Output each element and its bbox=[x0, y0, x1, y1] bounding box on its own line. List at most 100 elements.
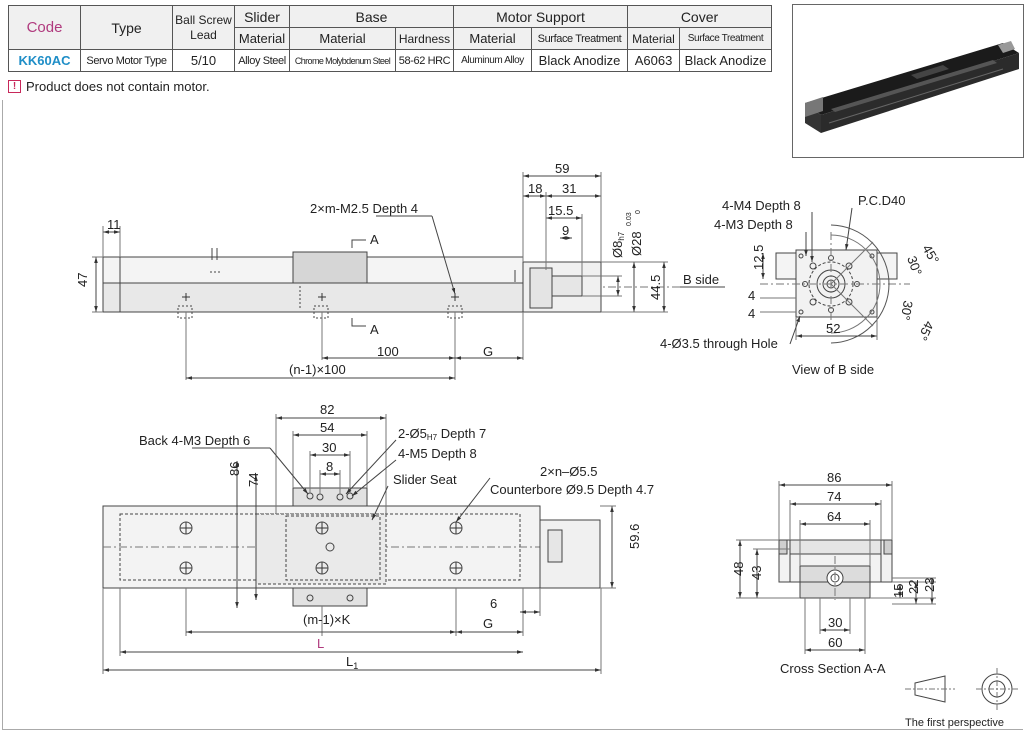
section-dim-48: 48 bbox=[731, 562, 746, 576]
label-b-side: B side bbox=[683, 272, 719, 287]
plan-dim-59-6: 59.6 bbox=[627, 524, 642, 549]
product-photo bbox=[792, 4, 1024, 158]
lead-header-line2: Lead bbox=[190, 27, 217, 42]
cross-section-view bbox=[736, 481, 936, 654]
label-dowel-suffix: Depth 7 bbox=[437, 426, 486, 441]
frame-left-border bbox=[2, 100, 3, 730]
label-back-m3: Back 4-M3 Depth 6 bbox=[139, 433, 250, 448]
section-dim-74: 74 bbox=[827, 489, 841, 504]
frame-bottom-border bbox=[2, 729, 1023, 730]
angle-30-bottom: 30° bbox=[898, 299, 916, 321]
side-view bbox=[92, 172, 725, 380]
section-a-top: A bbox=[370, 232, 379, 247]
label-m5: 4-M5 Depth 8 bbox=[398, 446, 477, 461]
label-holes-line2: Counterbore Ø9.5 Depth 4.7 bbox=[490, 482, 654, 497]
row-motor-surface: Black Anodize bbox=[531, 49, 628, 72]
lead-header-line1: Ball Screw bbox=[175, 12, 232, 27]
sub-motor-surface: Surface Treatment bbox=[531, 27, 628, 50]
plan-dim-l1-main: L bbox=[346, 654, 353, 669]
plan-dim-30: 30 bbox=[322, 440, 336, 455]
dim-4a: 4 bbox=[748, 288, 755, 303]
row-type: Servo Motor Type bbox=[80, 49, 173, 72]
angle-45-top: 45° bbox=[919, 242, 942, 267]
label-m-tap: 2×m-M2.5 Depth 4 bbox=[310, 201, 418, 216]
dim-52: 52 bbox=[826, 321, 840, 336]
plan-view bbox=[102, 414, 616, 674]
actuator-photo-image bbox=[805, 41, 1019, 133]
section-dim-64: 64 bbox=[827, 509, 841, 524]
section-dim-15: 15 bbox=[891, 584, 906, 598]
dim-15-5: 15.5 bbox=[548, 203, 573, 218]
col-base-header: Base bbox=[289, 5, 454, 28]
plan-dim-82: 82 bbox=[320, 402, 334, 417]
dim-11: 11 bbox=[107, 217, 121, 232]
label-m4: 4-M4 Depth 8 bbox=[722, 198, 801, 213]
row-motor-material: Aluminum Alloy bbox=[453, 49, 532, 72]
plan-dim-l1: L1 bbox=[346, 654, 358, 671]
row-cover-surface: Black Anodize bbox=[679, 49, 772, 72]
product-note-text: Product does not contain motor. bbox=[26, 79, 210, 94]
col-motor-header: Motor Support bbox=[453, 5, 628, 28]
sub-cover-material: Material bbox=[627, 27, 680, 50]
row-slider-material: Alloy Steel bbox=[234, 49, 290, 72]
col-code-header: Code bbox=[8, 5, 81, 50]
plan-dim-m-pitch: (m-1)×K bbox=[303, 612, 351, 627]
plan-dim-74: 74 bbox=[246, 473, 261, 487]
section-dim-86: 86 bbox=[827, 470, 841, 485]
sub-cover-surface: Surface Treatment bbox=[679, 27, 772, 50]
projection-caption: The first perspective bbox=[905, 717, 1004, 729]
dim-phi8-value: Ø8 bbox=[610, 241, 625, 258]
dim-phi8: Ø8h7 bbox=[610, 231, 626, 258]
plan-dim-86: 86 bbox=[227, 462, 242, 476]
section-labels: 86 74 64 48 43 15 22 23 30 60 Cross Sect… bbox=[731, 470, 937, 676]
angle-30-top: 30° bbox=[904, 254, 925, 278]
sub-slider-material: Material bbox=[234, 27, 290, 50]
dim-4b: 4 bbox=[748, 306, 755, 321]
col-cover-header: Cover bbox=[627, 5, 772, 28]
label-dowel-tol: H7 bbox=[427, 433, 438, 442]
section-a-bottom: A bbox=[370, 322, 379, 337]
dim-phi28-tol-upper: 0.03 bbox=[626, 212, 633, 226]
plan-view-labels: 82 54 30 8 86 74 Back 4-M3 Depth 6 2-Ø5H… bbox=[139, 402, 654, 671]
section-dim-30: 30 bbox=[828, 615, 842, 630]
dim-g-top: G bbox=[483, 344, 493, 359]
plan-dim-g: G bbox=[483, 616, 493, 631]
label-holes-line1: 2×n–Ø5.5 bbox=[540, 464, 597, 479]
dim-59: 59 bbox=[555, 161, 569, 176]
plan-dim-l: L bbox=[317, 636, 324, 651]
section-dim-22: 22 bbox=[906, 580, 921, 594]
product-note: ! Product does not contain motor. bbox=[8, 79, 210, 94]
sub-motor-material: Material bbox=[453, 27, 532, 50]
b-side-view bbox=[760, 207, 910, 345]
spec-table: Code Type Ball Screw Lead Slider Base Mo… bbox=[8, 5, 772, 72]
label-slider-seat: Slider Seat bbox=[393, 472, 457, 487]
plan-dim-l1-sub: 1 bbox=[353, 661, 358, 671]
dim-n-pitch: (n-1)×100 bbox=[289, 362, 346, 377]
col-slider-header: Slider bbox=[234, 5, 290, 28]
row-lead: 5/10 bbox=[172, 49, 235, 72]
dim-phi28-tol-lower: 0 bbox=[635, 210, 642, 214]
angle-45-bottom: 45° bbox=[915, 319, 937, 343]
section-dim-23: 23 bbox=[922, 578, 937, 592]
sub-base-material: Material bbox=[289, 27, 396, 50]
row-cover-material: A6063 bbox=[627, 49, 680, 72]
label-m3: 4-M3 Depth 8 bbox=[714, 217, 793, 232]
b-side-labels: 4-M4 Depth 8 4-M3 Depth 8 P.C.D40 12.5 4… bbox=[660, 193, 942, 377]
side-view-labels: 11 47 2×m-M2.5 Depth 4 A A 59 18 31 15.5… bbox=[75, 161, 719, 377]
dim-phi8-tol: h7 bbox=[617, 231, 626, 240]
dim-phi28: Ø28 bbox=[629, 231, 644, 256]
plan-dim-8: 8 bbox=[326, 459, 333, 474]
sub-base-hardness: Hardness bbox=[395, 27, 454, 50]
section-caption: Cross Section A-A bbox=[780, 661, 886, 676]
section-dim-43: 43 bbox=[749, 566, 764, 580]
warning-icon: ! bbox=[8, 80, 21, 93]
label-dowel: 2-Ø5H7 Depth 7 bbox=[398, 426, 486, 442]
plan-dim-6: 6 bbox=[490, 596, 497, 611]
dim-18: 18 bbox=[528, 181, 542, 196]
dim-12-5: 12.5 bbox=[751, 245, 766, 270]
plan-dim-54: 54 bbox=[320, 420, 334, 435]
dim-31: 31 bbox=[562, 181, 576, 196]
label-pcd: P.C.D40 bbox=[858, 193, 905, 208]
first-angle-projection-icon bbox=[905, 668, 1018, 710]
